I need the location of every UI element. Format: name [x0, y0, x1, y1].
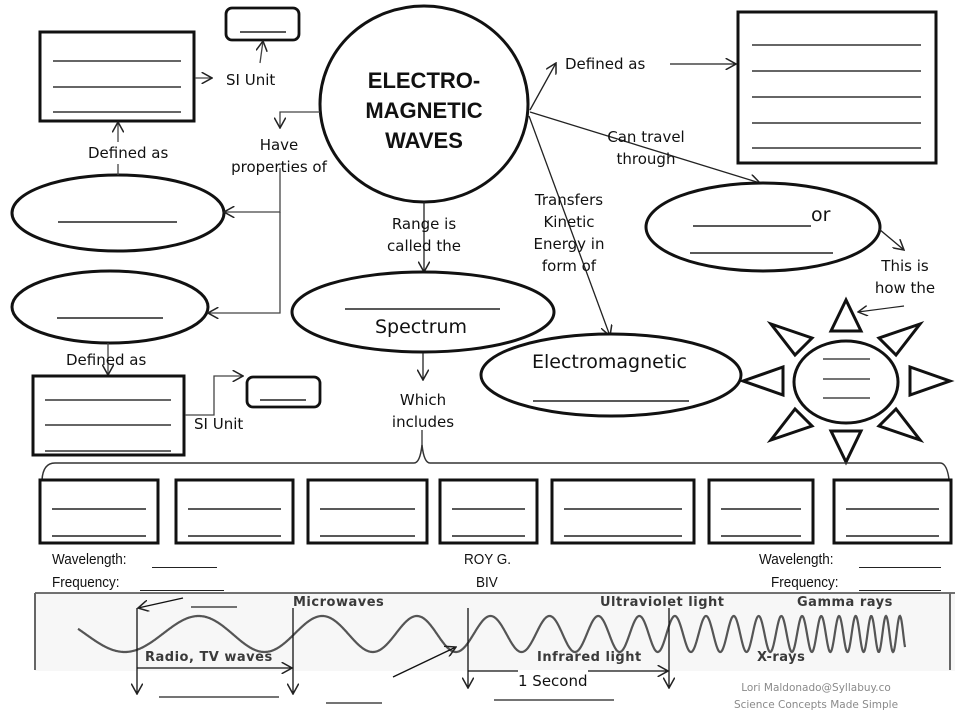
this-is-how-line-1: This is — [881, 257, 929, 275]
can-travel-line-2: through — [616, 150, 676, 168]
spectrum-category-box[interactable] — [438, 478, 539, 545]
author-credit: Lori Maldonado@Syllabuy.co Science Conce… — [728, 680, 904, 714]
definition-box-right[interactable] — [736, 10, 938, 165]
credit-line-2: Science Concepts Made Simple — [733, 699, 899, 711]
em-wave-curve — [77, 614, 907, 654]
wavelength-label-right: Wavelength: — [759, 551, 834, 568]
si-unit-box-lower[interactable] — [245, 375, 322, 409]
range-is-line-2: called the — [387, 237, 461, 255]
or-label: or — [811, 204, 831, 226]
infrared-label: Infrared light — [537, 650, 642, 665]
si-unit-label-lower: SI Unit — [194, 415, 244, 433]
spectrum-category-box[interactable] — [550, 478, 696, 545]
spectrum-category-box[interactable] — [174, 478, 295, 545]
transfers-line-4: form of — [541, 257, 597, 275]
spectrum-category-box[interactable] — [832, 478, 953, 545]
property-ellipse-upper[interactable] — [10, 173, 226, 253]
transfers-line-2: Kinetic — [543, 213, 595, 231]
frequency-label-left: Frequency: — [52, 574, 120, 591]
can-travel-label: Can travel through — [600, 126, 692, 170]
transfers-line-3: Energy in — [533, 235, 605, 253]
defined-as-label-right: Defined as — [565, 55, 646, 73]
electromagnetic-label: Electromagnetic — [532, 351, 688, 373]
medium-ellipse[interactable] — [644, 181, 882, 273]
main-topic-title: ELECTRO- MAGNETIC WAVES — [344, 66, 504, 156]
energy-ellipse[interactable] — [479, 332, 743, 418]
biv-label: BIV — [476, 574, 498, 591]
spectrum-category-box[interactable] — [38, 478, 160, 545]
can-travel-line-1: Can travel — [607, 128, 685, 146]
radio-tv-label: Radio, TV waves — [145, 650, 273, 665]
one-second-label: 1 Second — [518, 670, 588, 692]
sun-icon — [738, 296, 955, 466]
this-is-how-label: This is how the — [868, 255, 942, 299]
defined-as-label-lower: Defined as — [66, 351, 147, 369]
frequency-blank-right[interactable] — [859, 590, 941, 591]
transfers-line-1: Transfers — [534, 191, 604, 209]
definition-box-lower-left[interactable] — [31, 374, 186, 457]
have-properties-label: Have properties of — [226, 134, 332, 178]
transfers-label: Transfers Kinetic Energy in form of — [528, 189, 610, 277]
which-includes-line-2: includes — [391, 413, 455, 431]
spectrum-label: Spectrum — [375, 316, 468, 338]
have-properties-line-2: properties of — [231, 158, 327, 176]
frequency-label-right: Frequency: — [771, 574, 839, 591]
have-properties-line-1: Have — [259, 136, 299, 154]
si-unit-label-top: SI Unit — [226, 71, 276, 89]
definition-box-top-left[interactable] — [38, 30, 196, 123]
this-is-how-line-2: how the — [874, 279, 936, 297]
frequency-blank-left[interactable] — [140, 590, 224, 591]
xrays-label: X-rays — [757, 650, 806, 665]
credit-line-1: Lori Maldonado@Syllabuy.co — [741, 682, 891, 694]
spectrum-image-frame — [35, 593, 955, 671]
title-line-1: ELECTRO- — [367, 68, 481, 93]
range-is-line-1: Range is — [391, 215, 457, 233]
defined-as-label-left: Defined as — [88, 142, 169, 164]
ultraviolet-label: Ultraviolet light — [600, 595, 725, 610]
property-ellipse-lower[interactable] — [10, 269, 210, 345]
gamma-label: Gamma rays — [797, 595, 893, 610]
roy-g-label: ROY G. — [464, 551, 512, 568]
spectrum-category-box[interactable] — [707, 478, 815, 545]
wavelength-label-left: Wavelength: — [52, 551, 127, 568]
which-includes-line-1: Which — [399, 391, 447, 409]
spectrum-ellipse[interactable] — [290, 270, 556, 354]
title-line-3: WAVES — [385, 128, 463, 153]
wavelength-blank-right[interactable] — [859, 567, 941, 568]
microwaves-label: Microwaves — [293, 595, 385, 610]
title-line-2: MAGNETIC — [365, 98, 483, 123]
wavelength-blank-left[interactable] — [152, 567, 217, 568]
si-unit-box-top[interactable] — [224, 6, 301, 42]
spectrum-category-box[interactable] — [306, 478, 429, 545]
range-is-label: Range is called the — [385, 213, 463, 257]
which-includes-label: Which includes — [386, 389, 460, 433]
